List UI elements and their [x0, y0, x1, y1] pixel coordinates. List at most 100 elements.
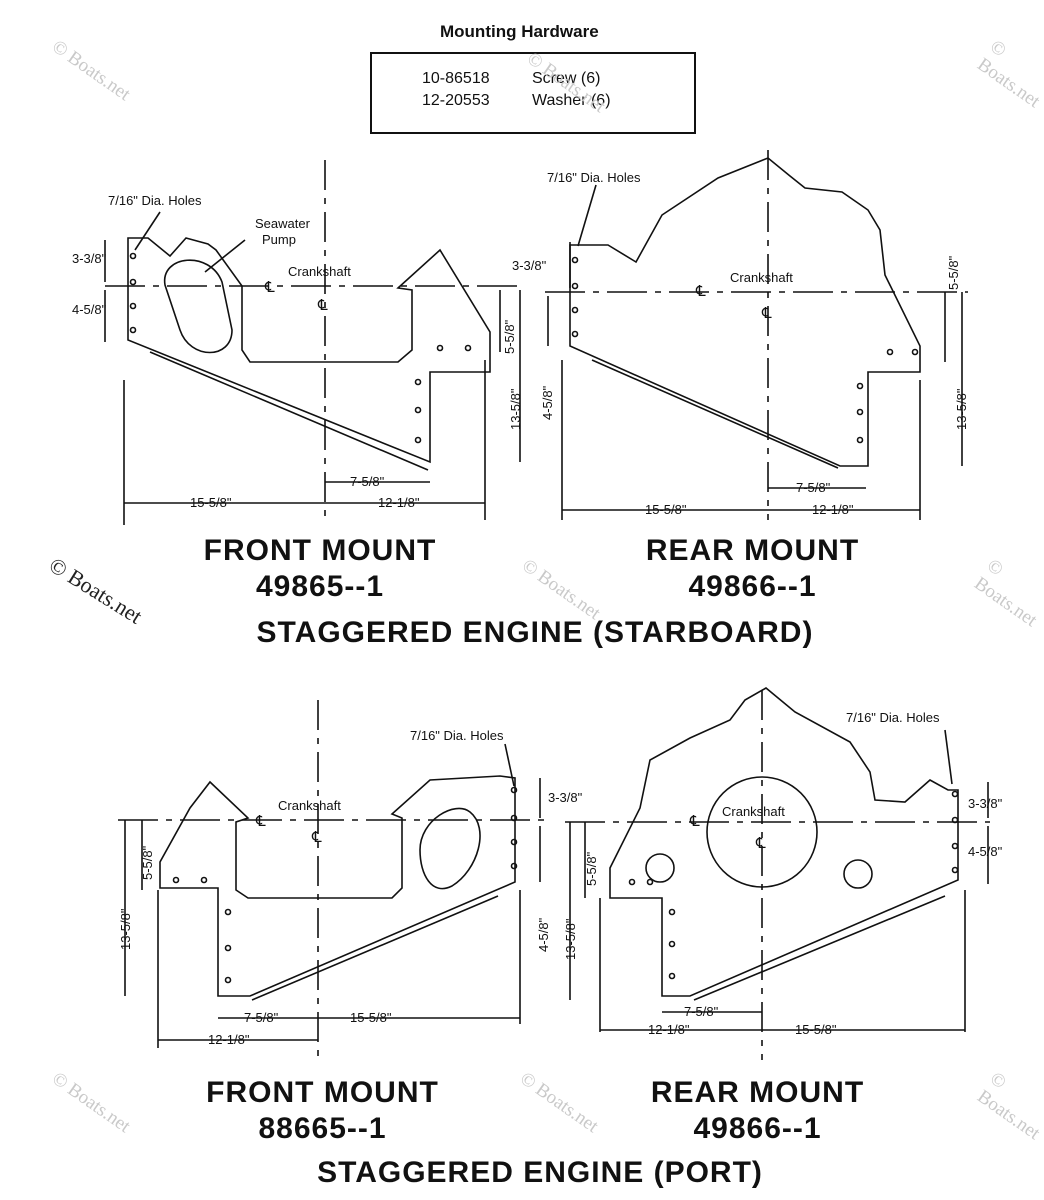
dim-458: 4-5/8": [536, 917, 551, 952]
mount-hole: [414, 378, 422, 386]
hardware-part-number: 10-86518: [422, 70, 490, 87]
mount-hole: [224, 908, 232, 916]
hardware-title: Mounting Hardware: [440, 22, 599, 41]
dim-458: 4-5/8": [968, 844, 1003, 859]
holes-label: 7/16" Dia. Holes: [846, 710, 940, 725]
dim-758: 7-5/8": [684, 1004, 719, 1019]
seawater-pump-label: Pump: [262, 232, 296, 247]
leader-holes: [577, 184, 597, 247]
hardware-description: Screw (6): [532, 70, 601, 87]
dim-1558: 15-5/8": [795, 1022, 837, 1037]
mount-hole: [129, 252, 137, 260]
hardware-table: 10-86518 Screw (6) 12-20553 Washer (6): [370, 52, 696, 134]
crankshaft-label: Crankshaft: [730, 270, 793, 285]
caption-part-number: 49866--1: [688, 570, 817, 603]
crankshaft-label: Crankshaft: [278, 798, 341, 813]
mount-hole: [951, 816, 959, 824]
mount-hole: [129, 302, 137, 310]
mount-hole: [911, 348, 919, 356]
dim-338: 3-3/8": [72, 251, 107, 266]
dim-1358: 13-5/8": [508, 388, 523, 430]
mount-hole: [668, 972, 676, 980]
mount-hole: [510, 814, 518, 822]
dim-1218: 12-1/8": [378, 495, 420, 510]
dim-558: 5-5/8": [946, 255, 961, 290]
mount-hole: [436, 344, 444, 352]
dim-558: 5-5/8": [140, 845, 155, 880]
bracket-inner-edge: [693, 895, 946, 1001]
pump-cutout: [419, 807, 481, 890]
bracket-outline: [609, 687, 959, 997]
crankshaft-label: Crankshaft: [722, 804, 785, 819]
centerline-symbol: ℄: [317, 297, 328, 314]
dim-338: 3-3/8": [512, 258, 547, 273]
mount-hole: [129, 326, 137, 334]
dim-458: 4-5/8": [72, 302, 107, 317]
mount-hole: [172, 876, 180, 884]
dim-458: 4-5/8": [540, 385, 555, 420]
caption-front-mount: FRONT MOUNT: [206, 1076, 439, 1109]
lightening-hole: [843, 859, 873, 889]
lightening-hole: [645, 853, 675, 883]
mount-hole: [668, 908, 676, 916]
mount-hole: [571, 330, 579, 338]
pump-cutout: [164, 259, 233, 354]
mount-hole: [856, 382, 864, 390]
dim-1218: 12-1/8": [812, 502, 854, 517]
dim-1218: 12-1/8": [648, 1022, 690, 1037]
mount-hole: [571, 306, 579, 314]
caption-part-number: 88665--1: [258, 1112, 387, 1145]
rear-mount-port-diagram: [565, 687, 990, 1060]
mount-hole: [414, 436, 422, 444]
bracket-inner-edge: [251, 895, 499, 1001]
dim-1558: 15-5/8": [190, 495, 232, 510]
dim-338: 3-3/8": [968, 796, 1003, 811]
mount-hole: [646, 878, 654, 886]
mount-hole: [886, 348, 894, 356]
mount-hole: [224, 976, 232, 984]
dim-758: 7-5/8": [796, 480, 831, 495]
centerline-symbol: ℄: [255, 813, 266, 830]
caption-rear-mount: REAR MOUNT: [645, 534, 860, 567]
mount-hole: [200, 876, 208, 884]
mount-hole: [510, 786, 518, 794]
bracket-inner-edge: [149, 351, 429, 471]
dim-558: 5-5/8": [584, 851, 599, 886]
centerline-symbol: ℄: [689, 813, 700, 830]
leader-holes: [504, 743, 515, 787]
holes-label: 7/16" Dia. Holes: [547, 170, 641, 185]
mount-hole: [129, 278, 137, 286]
leader-holes: [944, 729, 953, 785]
centerline-symbol: ℄: [755, 835, 766, 852]
dim-1358: 13-5/8": [563, 918, 578, 960]
mount-hole: [571, 282, 579, 290]
hardware-part-number: 12-20553: [422, 92, 490, 109]
dim-338: 3-3/8": [548, 790, 583, 805]
dim-1218: 12-1/8": [208, 1032, 250, 1047]
bracket-inner-edge: [591, 359, 839, 469]
mount-hole: [856, 408, 864, 416]
bracket-outline: [569, 157, 921, 467]
caption-rear-mount: REAR MOUNT: [650, 1076, 865, 1109]
front-mount-starboard-diagram: [104, 160, 521, 525]
mount-hole: [224, 944, 232, 952]
dim-758: 7-5/8": [244, 1010, 279, 1025]
mount-hole: [951, 866, 959, 874]
caption-part-number: 49866--1: [693, 1112, 822, 1145]
mount-hole: [628, 878, 636, 886]
mount-hole: [414, 406, 422, 414]
dim-758: 7-5/8": [350, 474, 385, 489]
front-mount-port-diagram: [118, 700, 545, 1060]
crankshaft-label: Crankshaft: [288, 264, 351, 279]
mount-hole: [571, 256, 579, 264]
rear-mount-starboard-diagram: [545, 150, 968, 520]
dim-1558: 15-5/8": [350, 1010, 392, 1025]
dim-558: 5-5/8": [502, 319, 517, 354]
mount-hole: [510, 838, 518, 846]
caption-part-number: 49865--1: [255, 570, 385, 603]
centerline-symbol: ℄: [311, 829, 322, 846]
leader-holes: [134, 211, 161, 251]
leader-pump: [204, 239, 246, 273]
mount-hole: [951, 790, 959, 798]
